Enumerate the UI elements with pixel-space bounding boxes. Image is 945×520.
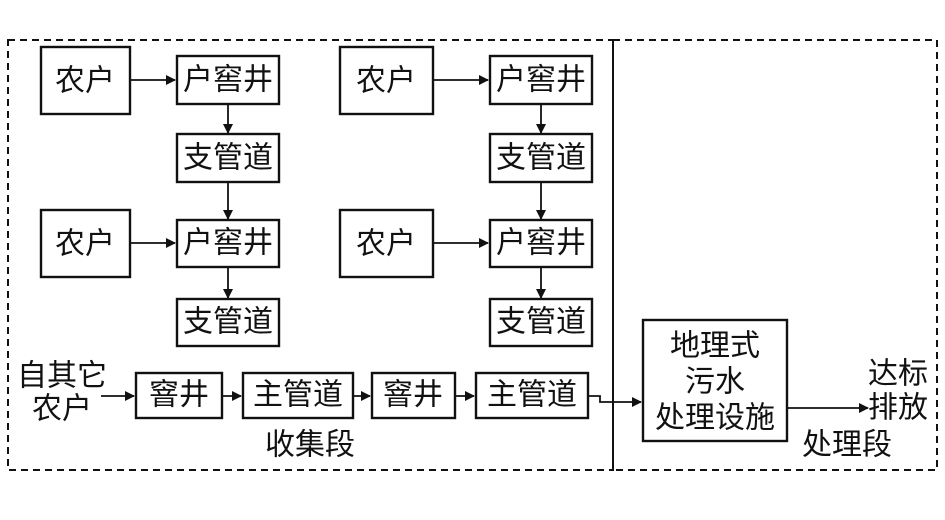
node-branch-pipe-1: 支管道: [175, 132, 281, 184]
label-treatment-section: 处理段: [802, 428, 892, 463]
node-household-well-2: 户窖井: [488, 54, 594, 106]
node-main-pipe-1: 主管道: [241, 371, 355, 420]
node-inspection-well-2: 窨井: [370, 371, 457, 420]
node-branch-pipe-4: 支管道: [488, 297, 594, 348]
label-discharge-line2: 排放: [868, 391, 928, 426]
node-farmer-2-label: 农户: [356, 64, 416, 99]
node-branch-pipe-4-label: 支管道: [496, 305, 586, 340]
node-main-pipe-2: 主管道: [474, 371, 590, 420]
node-branch-pipe-1-label: 支管道: [183, 141, 273, 176]
node-farmer-4-label: 农户: [356, 227, 416, 262]
label-other-farmers-line1: 自其它: [17, 359, 107, 394]
node-branch-pipe-2-label: 支管道: [496, 141, 586, 176]
label-discharge-line1: 达标: [868, 357, 928, 392]
node-household-well-2-label: 户窖井: [496, 63, 586, 98]
node-household-well-4: 户窖井: [488, 218, 594, 269]
node-treatment-facility-line1: 地理式: [670, 329, 760, 364]
node-farmer-1: 农户: [39, 45, 132, 116]
node-treatment-facility-line3: 处理设施: [655, 401, 775, 436]
node-household-well-3-label: 户窖井: [183, 226, 273, 261]
node-farmer-4: 农户: [338, 208, 435, 279]
edge-main2-treatment: [588, 395, 642, 407]
collection-section-boundary: [7, 39, 614, 471]
label-other-farmers-line2: 农户: [32, 392, 92, 427]
node-treatment-facility: 地理式 污水 处理设施: [641, 318, 789, 443]
node-main-pipe-2-label: 主管道: [487, 378, 577, 413]
node-main-pipe-1-label: 主管道: [253, 378, 343, 413]
label-collection-section: 收集段: [265, 428, 355, 463]
treatment-section-boundary: [612, 39, 938, 471]
node-farmer-2: 农户: [338, 45, 435, 116]
node-household-well-4-label: 户窖井: [496, 226, 586, 261]
node-treatment-facility-line2: 污水: [685, 365, 745, 400]
node-branch-pipe-3: 支管道: [175, 297, 281, 348]
node-farmer-1-label: 农户: [55, 64, 115, 99]
node-farmer-3-label: 农户: [55, 227, 115, 262]
node-household-well-1: 户窖井: [175, 54, 281, 106]
node-inspection-well-1: 窨井: [134, 371, 224, 420]
node-branch-pipe-3-label: 支管道: [183, 305, 273, 340]
node-inspection-well-2-label: 窨井: [383, 378, 443, 413]
edges: [101, 75, 869, 413]
node-farmer-3: 农户: [39, 208, 132, 279]
node-inspection-well-1-label: 窨井: [149, 378, 209, 413]
node-branch-pipe-2: 支管道: [488, 132, 594, 184]
node-household-well-3: 户窖井: [175, 218, 281, 269]
node-household-well-1-label: 户窖井: [183, 63, 273, 98]
